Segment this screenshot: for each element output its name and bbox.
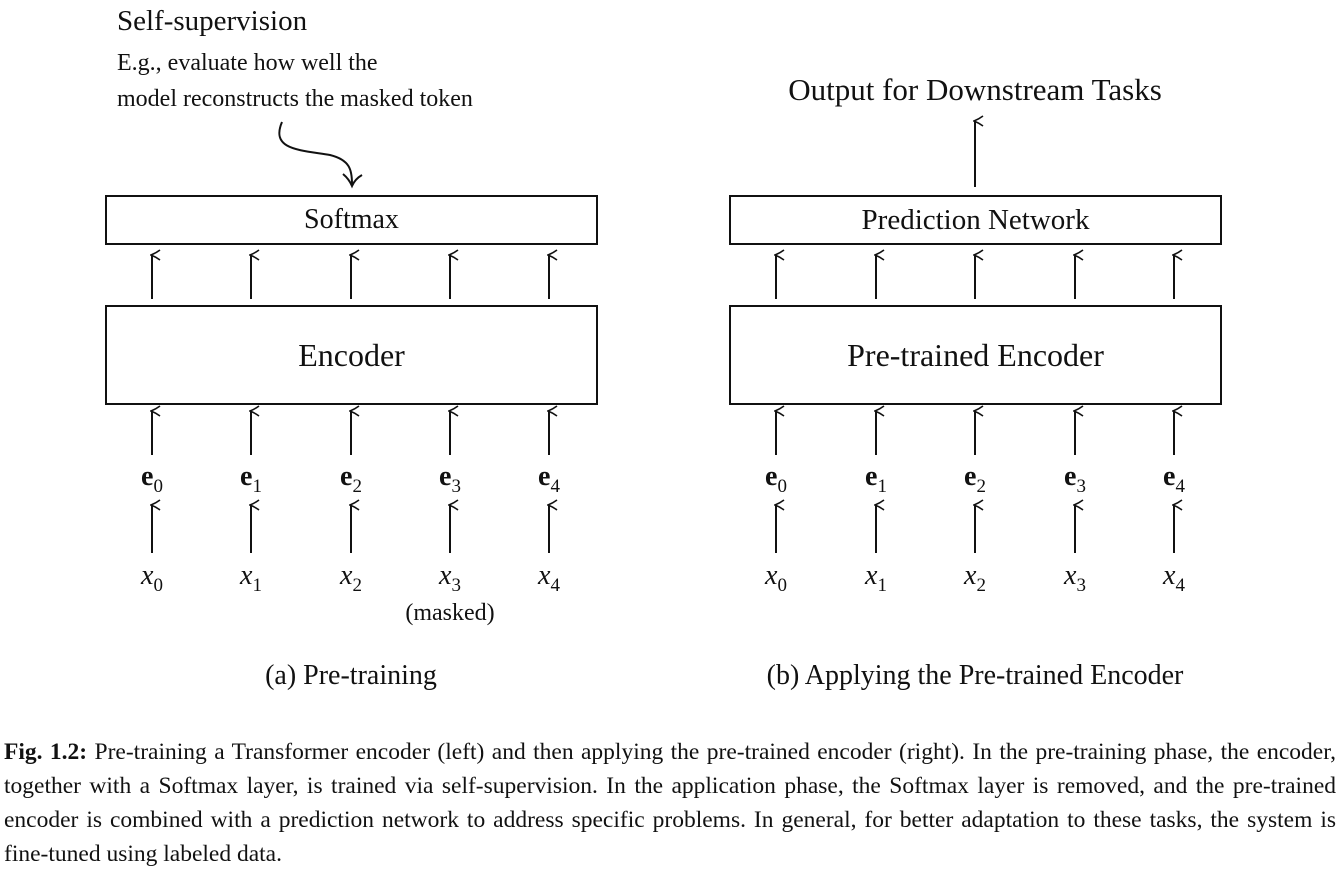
embedding-right-subscript: 1 [877,476,887,497]
embedding-left-symbol: e [538,461,551,492]
input-right-symbol: x [964,560,977,591]
input-left-0: x0 [141,560,163,596]
embedding-right-3: e3 [1064,461,1086,497]
embedding-right-symbol: e [964,461,977,492]
encoder-box: Encoder [105,305,598,405]
prediction-network-box: Prediction Network [729,195,1222,245]
input-left-symbol: x [538,560,551,591]
embedding-left-4: e4 [538,461,560,497]
input-left-subscript: 2 [352,575,362,596]
input-right-2: x2 [964,560,986,596]
embedding-left-subscript: 0 [153,476,163,497]
subcaption-a: (a) Pre-training [265,660,437,691]
output-label: Output for Downstream Tasks [788,72,1162,107]
embedding-left-symbol: e [340,461,353,492]
input-left-4: x4 [538,560,560,596]
embedding-left-1: e1 [240,461,262,497]
embedding-right-subscript: 4 [1175,476,1185,497]
input-right-3: x3 [1064,560,1086,596]
subcaption-b: (b) Applying the Pre-trained Encoder [766,660,1184,691]
caption-text: Pre-training a Transformer encoder (left… [4,739,1336,867]
embedding-left-symbol: e [240,461,253,492]
embedding-right-symbol: e [865,461,878,492]
embedding-left-2: e2 [340,461,362,497]
softmax-box: Softmax [105,195,598,245]
annotation-line-1: E.g., evaluate how well the [117,50,378,76]
embedding-right-subscript: 3 [1076,476,1086,497]
embedding-right-subscript: 2 [976,476,986,497]
input-left-subscript: 1 [252,575,262,596]
input-left-3: x3 [439,560,461,596]
embedding-left-subscript: 3 [451,476,461,497]
input-right-symbol: x [1064,560,1077,591]
embedding-right-4: e4 [1163,461,1185,497]
input-left-2: x2 [340,560,362,596]
annotation-line-2: model reconstructs the masked token [117,86,473,112]
softmax-label: Softmax [304,204,399,235]
input-right-4: x4 [1163,560,1185,596]
input-right-subscript: 3 [1076,575,1086,596]
figure-caption: Fig. 1.2: Pre-training a Transformer enc… [4,735,1336,871]
input-left-symbol: x [439,560,452,591]
input-right-subscript: 1 [877,575,887,596]
input-right-symbol: x [865,560,878,591]
input-right-subscript: 4 [1175,575,1185,596]
self-supervision-arrowhead [342,173,363,189]
embedding-left-symbol: e [141,461,154,492]
self-supervision-title: Self-supervision [117,5,308,37]
pretrained-encoder-box: Pre-trained Encoder [729,305,1222,405]
embedding-left-symbol: e [439,461,452,492]
input-left-subscript: 0 [153,575,163,596]
embedding-left-subscript: 2 [352,476,362,497]
input-left-symbol: x [340,560,353,591]
input-right-subscript: 2 [976,575,986,596]
input-right-symbol: x [1163,560,1176,591]
embedding-left-0: e0 [141,461,163,497]
embedding-right-symbol: e [765,461,778,492]
embedding-left-subscript: 4 [550,476,560,497]
encoder-label: Encoder [298,336,405,373]
input-left-subscript: 4 [550,575,560,596]
input-right-1: x1 [865,560,887,596]
embedding-right-1: e1 [865,461,887,497]
input-left-symbol: x [240,560,253,591]
self-supervision-curved-arrow [278,121,353,185]
masked-note: (masked) [405,600,495,626]
input-left-1: x1 [240,560,262,596]
input-left-symbol: x [141,560,154,591]
embedding-right-subscript: 0 [777,476,787,497]
prediction-network-label: Prediction Network [861,203,1090,236]
embedding-right-0: e0 [765,461,787,497]
embedding-right-symbol: e [1064,461,1077,492]
input-right-symbol: x [765,560,778,591]
embedding-left-subscript: 1 [252,476,262,497]
embedding-right-symbol: e [1163,461,1176,492]
embedding-right-2: e2 [964,461,986,497]
input-right-0: x0 [765,560,787,596]
input-right-subscript: 0 [777,575,787,596]
input-left-subscript: 3 [451,575,461,596]
figure-label: Fig. 1.2: [4,739,88,765]
pretrained-encoder-label: Pre-trained Encoder [847,336,1104,373]
embedding-left-3: e3 [439,461,461,497]
